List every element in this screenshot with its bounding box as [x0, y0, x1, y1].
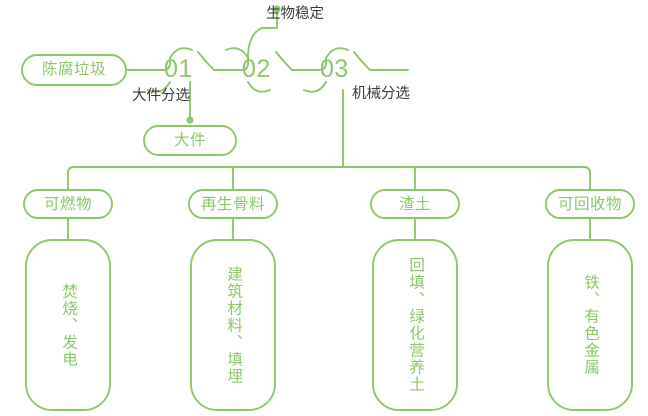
connector-03-tail — [353, 51, 409, 71]
disposal-box-3 — [372, 239, 458, 411]
output-disposal-3: 回填、绿化营养土 — [407, 257, 425, 393]
bulky-pill-shape — [143, 125, 237, 156]
output-category-2: 再生骨料 — [200, 196, 265, 213]
stage-number-01: 01 — [164, 55, 193, 83]
output-category-1: 可燃物 — [43, 196, 92, 213]
output-disposal-2: 建筑材料、填埋 — [225, 265, 243, 385]
disposal-box-2 — [190, 239, 276, 411]
connector-02-to-03 — [275, 51, 327, 71]
stage-number-03: 03 — [320, 55, 349, 83]
stage-03-arc-top — [325, 47, 349, 59]
connector-01-to-02 — [197, 51, 249, 71]
stage-02-process-label: 生物稳定 — [266, 6, 324, 22]
bulky-output-label: 大件 — [173, 132, 206, 149]
output-disposal-1: 焚烧、发电 — [60, 282, 78, 368]
disposal-box-1 — [25, 239, 111, 411]
stage-02-arc-top — [225, 47, 249, 59]
connector-02-to-biostable — [247, 9, 278, 59]
biostable-dot — [273, 5, 281, 13]
bulky-dot — [186, 116, 194, 124]
disposal-box-4 — [547, 239, 633, 411]
output-category-4: 可回收物 — [557, 196, 622, 213]
distribution-bar — [67, 166, 591, 191]
stage-02-arc-bottom — [247, 81, 271, 93]
output-disposal-4: 铁、有色金属 — [582, 274, 600, 376]
stage-01-process-label: 大件分选 — [132, 88, 190, 104]
connector-source-to-01 — [125, 57, 171, 71]
stage-03-arc-bottom — [303, 81, 327, 93]
source-label: 陈腐垃圾 — [41, 61, 106, 78]
output-category-3: 渣土 — [398, 196, 431, 213]
stage-01-arc-bottom — [147, 81, 171, 93]
stage-number-02: 02 — [242, 55, 271, 83]
stage-03-process-label: 机械分选 — [352, 86, 410, 102]
stage-01-arc-top — [169, 47, 193, 59]
